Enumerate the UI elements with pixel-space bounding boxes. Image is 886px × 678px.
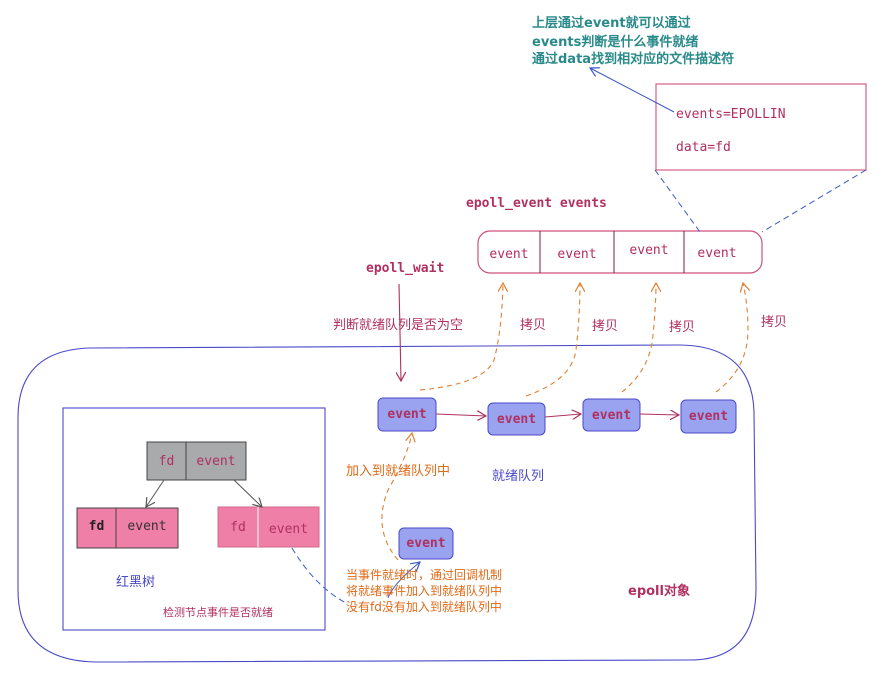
rbtree-right-fd: fd [230,519,246,535]
ready-node-4 [680,399,737,434]
events-array-cell-2: event [557,246,597,262]
tree-edge-right [233,479,262,507]
rbtree-container [62,407,326,631]
rbtree-title: 红黑树 [116,575,156,590]
top-note-line-2: events判断是什么事件就绪 [532,35,699,50]
new-event-desc-line-3: 没有fd没有加入到就绪队列中 [346,600,502,614]
copy-label-2: 拷贝 [592,319,619,334]
events-array-cell-4: event [697,245,737,261]
rbtree-root-fd: fd [158,453,175,469]
top-note-line-1: 上层通过event就可以通过 [532,16,691,31]
ready-link-2 [544,414,581,417]
new-event-desc-line-2: 将就绪事件加入到就绪队列中 [346,584,503,598]
dashed-link-array-left [654,169,701,233]
rbtree-left-fd: fd [88,518,105,534]
ready-node-3 [582,398,641,432]
copy-arrow-2 [525,283,580,397]
callback-arrow [387,562,420,599]
top-note-line-3: 通过data找到相对应的文件描述符 [532,52,735,67]
new-event-label: event [406,536,446,551]
ready-node-4-label: event [688,409,729,424]
ready-link-3 [639,414,679,415]
ready-node-3-label: event [591,407,632,423]
epoll-wait-label: epoll_wait [366,261,445,276]
rbtree-right-node [217,506,320,548]
epoll-wait-arrow [399,283,401,381]
events-array-title: epoll_event events [466,196,607,211]
rbtree-left-node [76,507,179,549]
events-array-cell-1: event [489,246,529,262]
dashed-link-array-right [761,169,867,233]
rbtree-root-node [146,441,247,481]
copy-label-1: 拷贝 [520,318,547,333]
tree-edge-left [146,479,165,507]
ready-link-1 [435,414,486,416]
new-event-node [398,527,454,560]
add-to-queue-label: 加入到就绪队列中 [346,464,451,479]
event-struct-box [655,83,867,171]
copy-arrow-3 [621,283,656,393]
new-event-desc-line-1: 当事件就绪时，通过回调机制 [346,568,503,582]
events-array-cell-3: event [629,242,669,258]
rbtree-left-event: event [127,518,167,534]
add-to-queue-arrow [381,433,412,561]
rbtree-right-event: event [268,521,309,537]
epoll-wait-check-label: 判断就绪队列是否为空 [333,318,464,333]
ready-node-1-label: event [387,407,427,422]
note-pointer-arrow [590,68,675,113]
events-field: events=EPOLLIN [676,107,786,122]
copy-arrow-1 [419,283,503,391]
ready-node-2-label: event [496,411,537,427]
ready-queue-label: 就绪队列 [492,469,545,484]
ready-node-2 [487,402,546,436]
copy-label-3: 拷贝 [669,320,696,335]
rbtree-root-event: event [196,453,236,469]
rbtree-subtitle: 检测节点事件是否就绪 [163,606,273,619]
copy-label-4: 拷贝 [761,315,788,330]
events-array-box [477,230,763,274]
epoll-object-label: epoll对象 [628,584,690,599]
copy-arrow-4 [715,283,748,393]
data-field: data=fd [676,140,731,155]
dashed-link-right-node [291,547,349,605]
epoll-object-outline [17,344,757,663]
